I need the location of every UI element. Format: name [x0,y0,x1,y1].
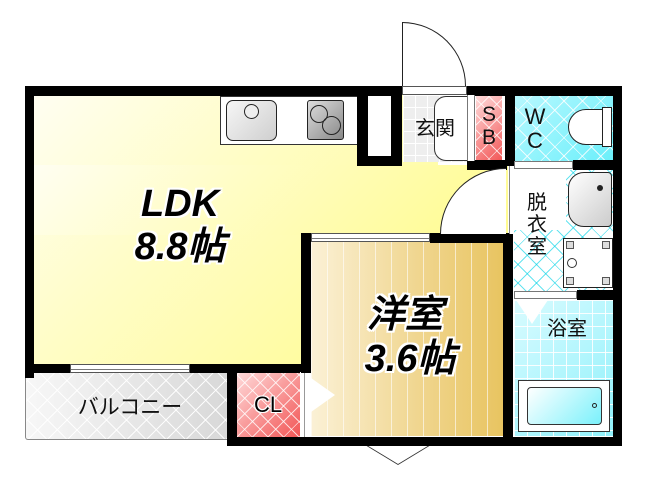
bathroom-door-icon[interactable] [516,300,548,324]
toilet-label-c: C [527,128,543,153]
western-room-label: 洋室 [366,294,443,336]
closet[interactable] [236,372,300,437]
stove-icon [307,100,344,140]
wall [368,96,391,156]
ldk-label: LDK [140,183,220,225]
western-room[interactable] [311,242,504,436]
balcony[interactable] [25,372,228,440]
ldk-size-label: 8.8帖 [134,226,226,268]
shoe-box-label-b: B [481,126,496,149]
washbasin-icon [568,172,612,227]
wall [301,233,311,373]
wall [573,160,622,170]
wall [25,364,70,373]
ldk-balcony-window [70,364,190,373]
dressing-room-label-2: 衣 [527,212,547,236]
shoe-box[interactable] [476,95,502,162]
wall [503,233,513,446]
bath-door[interactable] [514,291,577,299]
western-room-window [311,233,430,242]
western-room-window-icon [365,444,431,464]
wall [467,86,622,96]
wall [25,86,402,96]
wall [227,364,237,446]
wall [300,372,305,437]
western-room-size-label: 3.6帖 [364,338,456,380]
dressing-room-label-1: 脱 [527,190,547,214]
wall [509,166,514,234]
ldk-room-extension [33,165,508,235]
wc-door[interactable] [514,161,573,169]
front-door-icon[interactable] [402,22,466,86]
front-door-threshold [402,86,467,95]
entrance-step-line [434,96,470,161]
entrance-label: 玄関 [415,116,455,140]
toilet-label-w: W [524,104,546,129]
bathroom-label: 浴室 [547,316,587,340]
balcony-label: バルコニー [77,395,183,419]
bathtub-icon [518,380,610,432]
wall [467,160,507,170]
toilet-icon [568,107,614,147]
wall [505,86,515,166]
entrance-threshold [467,95,475,161]
dressing-room-upper [514,170,566,230]
western-room-door-icon[interactable] [311,378,335,412]
wall [227,437,622,446]
wall [190,364,310,373]
shoe-box-label-s: S [481,103,496,126]
wall [577,290,622,300]
wall [613,86,622,446]
wall [25,86,34,378]
dressing-room-label-3: 室 [527,234,547,258]
washing-machine-pan-icon [563,238,613,288]
wall [430,233,510,243]
closet-label: CL [253,392,283,417]
kitchen-sink-icon [226,100,277,141]
